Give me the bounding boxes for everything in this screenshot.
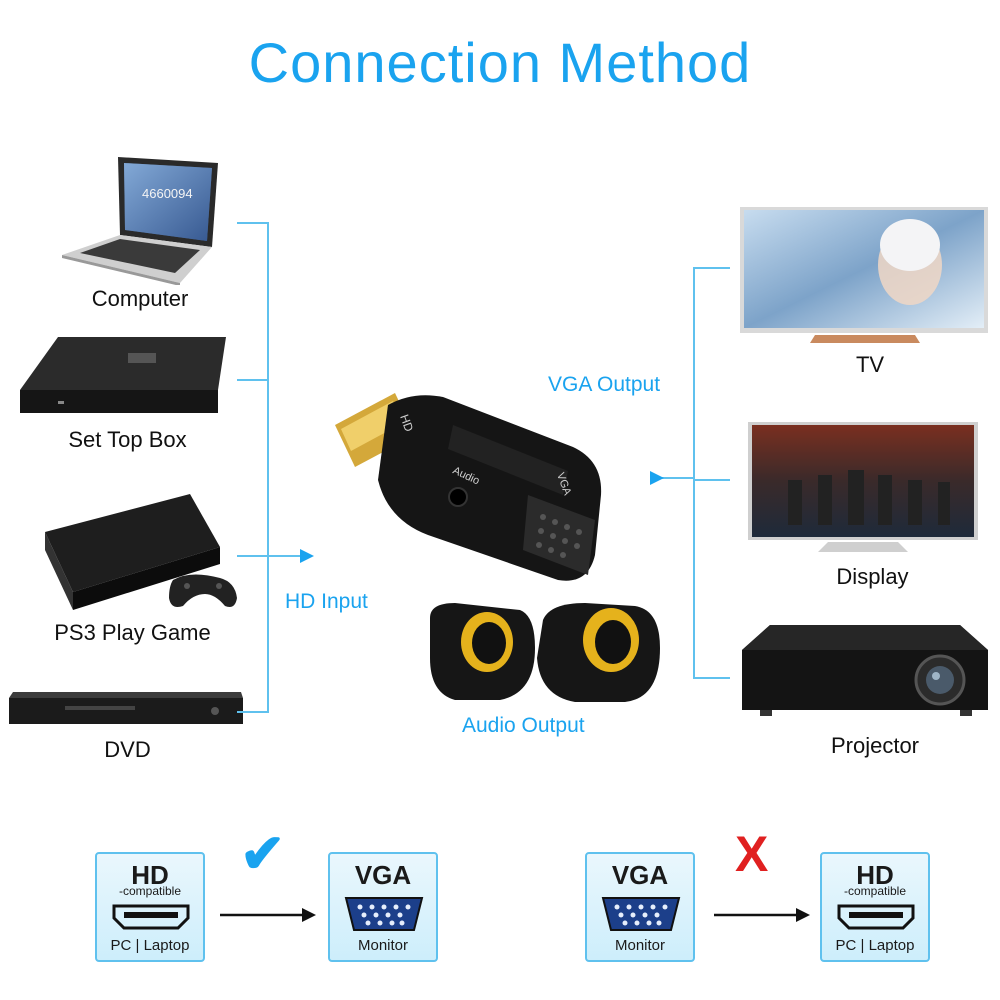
badge-hd-title-right: HD [856,860,894,890]
device-label-display: Display [836,564,909,589]
laptop-screen-text: 4660094 [142,186,193,201]
vga-monitor-badge-right: VGA Monitor [585,852,695,962]
hd-pc-laptop-badge-right: HD -compatible PC | Laptop [820,852,930,962]
vga-port-icon [344,897,424,931]
cross-mark-icon: X [735,826,769,882]
device-label-projector: Projector [830,733,920,758]
badge-vga-caption-right: Monitor [614,937,666,954]
hd-input-label: HD Input [285,590,368,613]
hd-pc-laptop-badge: HD -compatible PC | Laptop [95,852,205,962]
set-top-box-image [18,335,228,420]
right-arrow-icon-2 [714,908,810,922]
vga-monitor-badge: VGA Monitor [328,852,438,962]
vga-port-icon-right [601,897,681,931]
badge-hd-subtitle-right: -compatible [843,884,907,898]
projector-image [740,620,990,720]
display-monitor-image [748,420,980,555]
device-label-dvd: DVD [104,737,151,762]
page-title: Connection Method [248,31,752,94]
badge-vga-title-right: VGA [611,860,669,890]
right-arrow-icon [220,908,316,922]
badge-hd-subtitle: -compatible [118,884,182,898]
computer-image [60,155,230,285]
audio-output-label: Audio Output [462,714,585,737]
badge-vga-title: VGA [354,860,412,890]
vga-output-label: VGA Output [548,373,661,396]
check-mark-icon: ✔ [240,824,286,884]
speakers-image [425,598,665,708]
badge-hd-caption: PC | Laptop [110,937,190,954]
device-label-computer: Computer [91,286,189,311]
device-label-set-top-box: Set Top Box [68,427,187,452]
dvd-player-image [5,690,245,730]
device-label-ps3: PS3 Play Game [54,620,211,645]
ps3-console-image [25,492,240,617]
badge-hd-title: HD [131,860,169,890]
badge-vga-caption: Monitor [357,937,409,954]
badge-hd-caption-right: PC | Laptop [835,937,915,954]
hd-to-vga-adapter-image [333,385,623,590]
hd-port-icon [112,904,190,930]
hd-port-icon-right [837,904,915,930]
tv-image [740,205,990,350]
device-label-tv: TV [855,352,885,377]
